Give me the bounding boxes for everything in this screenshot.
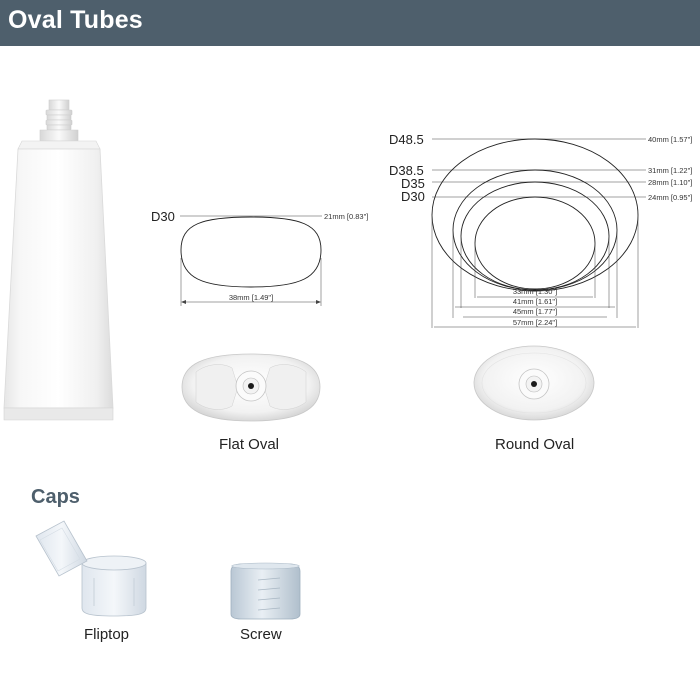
round-oval-diagram xyxy=(431,138,646,328)
tube-nozzle xyxy=(17,99,101,150)
fliptop-caption: Fliptop xyxy=(84,626,130,643)
round-oval-width-dim-2: 41mm [1.61"] xyxy=(513,297,557,306)
page-title: Oval Tubes xyxy=(8,6,143,34)
round-oval-diameter-1: D48.5 xyxy=(389,132,424,147)
round-oval-width-dim-1: 33mm [1.30"] xyxy=(513,287,557,296)
round-oval-product-image xyxy=(473,345,595,421)
flat-oval-height-dim: 21mm [0.83"] xyxy=(324,212,368,221)
flat-oval-diagram xyxy=(180,215,322,306)
screw-cap-icon xyxy=(230,562,301,620)
round-oval-caption: Round Oval xyxy=(495,436,575,453)
flat-oval-diameter: D30 xyxy=(151,209,175,224)
page-header: Oval Tubes xyxy=(0,0,700,46)
round-oval-height-dim-1: 40mm [1.57"] xyxy=(648,135,692,144)
fliptop-cap-icon xyxy=(35,520,147,617)
round-oval-width-dim-3: 45mm [1.77"] xyxy=(513,307,557,316)
round-oval-width-dim-4: 57mm [2.24"] xyxy=(513,318,557,327)
round-oval-height-dim-4: 24mm [0.95"] xyxy=(648,193,692,202)
caps-section-title: Caps xyxy=(31,486,80,508)
flat-oval-product-image xyxy=(181,353,321,422)
flat-oval-caption: Flat Oval xyxy=(219,436,280,453)
flat-oval-width-dim: 38mm [1.49"] xyxy=(229,293,273,302)
round-oval-height-dim-2: 31mm [1.22"] xyxy=(648,166,692,175)
round-oval-diameter-2: D38.5 xyxy=(389,163,424,178)
round-oval-diameter-3: D35 xyxy=(401,176,425,191)
tube-body xyxy=(3,148,114,409)
screw-caption: Screw xyxy=(240,626,282,643)
round-oval-diameter-4: D30 xyxy=(401,189,425,204)
round-oval-height-dim-3: 28mm [1.10"] xyxy=(648,178,692,187)
